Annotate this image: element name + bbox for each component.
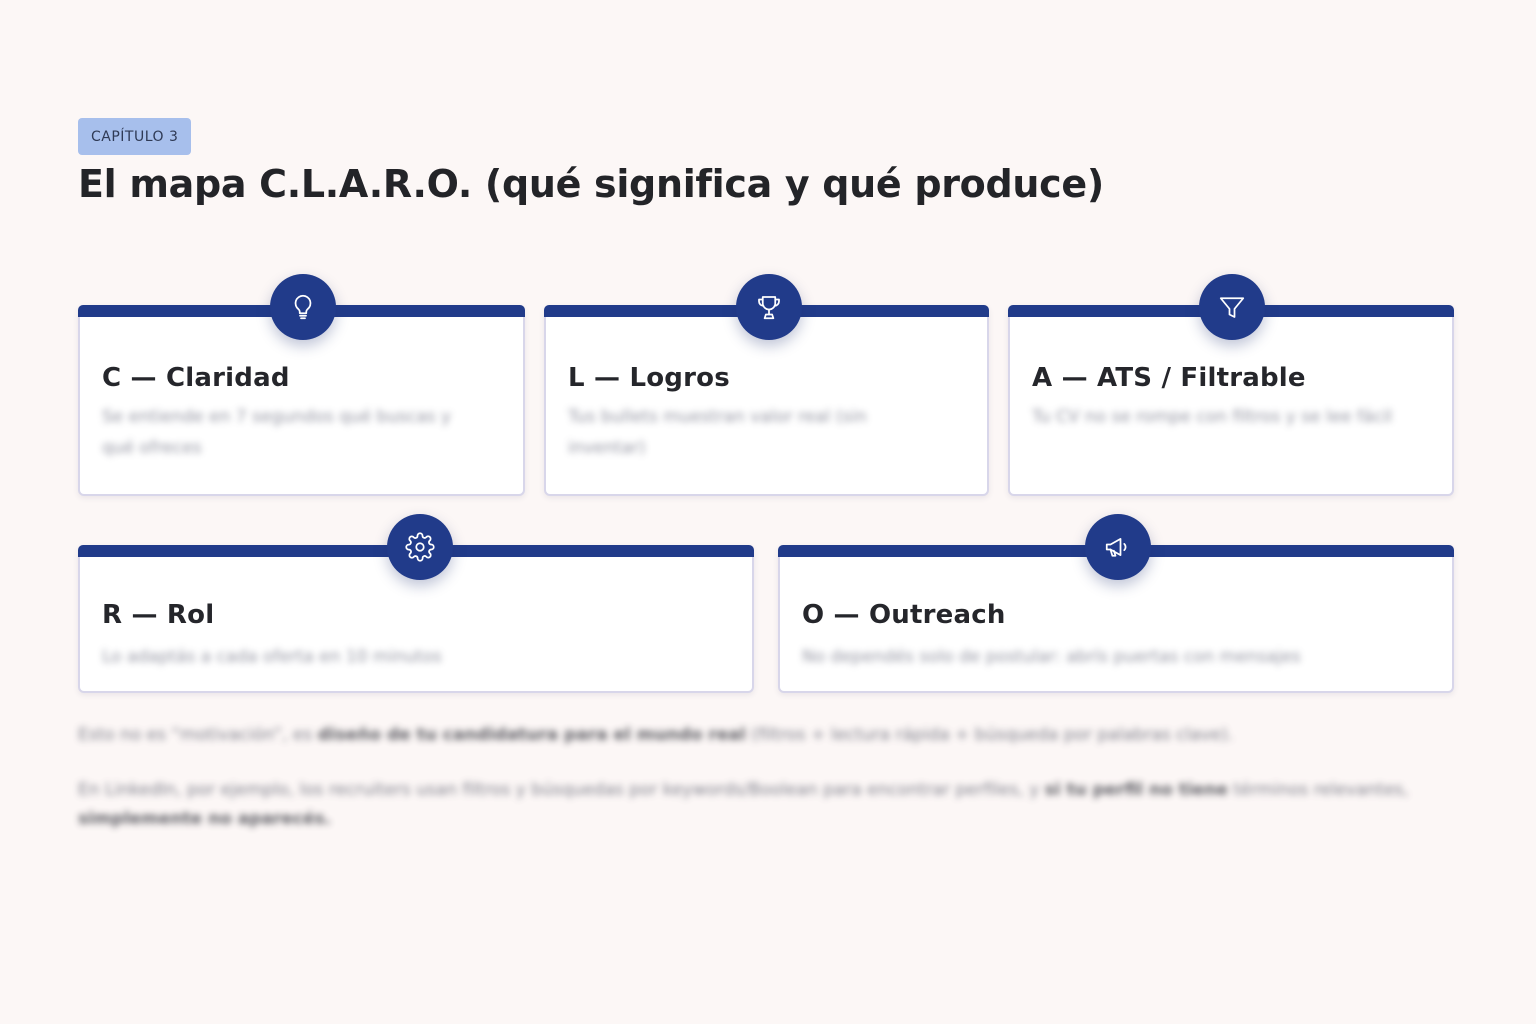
card-title: L — Logros bbox=[568, 363, 730, 393]
filter-icon bbox=[1199, 274, 1265, 340]
body-paragraph: En LinkedIn, por ejemplo, los recruiters… bbox=[78, 780, 1409, 829]
card-outreach: O — Outreach No dependés solo de postula… bbox=[778, 514, 1454, 693]
card-description: Lo adaptás a cada oferta en 10 minutos bbox=[102, 647, 442, 667]
gear-icon bbox=[387, 514, 453, 580]
card-description: Tu CV no se rompe con filtros y se lee f… bbox=[1032, 407, 1393, 427]
card-title: O — Outreach bbox=[802, 600, 1006, 630]
card-title: A — ATS / Filtrable bbox=[1032, 363, 1306, 393]
card-title: C — Claridad bbox=[102, 363, 290, 393]
page-title: El mapa C.L.A.R.O. (qué significa y qué … bbox=[78, 162, 1104, 206]
body-paragraph: Esto no es “motivación”, es diseño de tu… bbox=[78, 725, 1234, 745]
card-rol: R — Rol Lo adaptás a cada oferta en 10 m… bbox=[78, 514, 754, 693]
chapter-badge: CAPÍTULO 3 bbox=[78, 118, 192, 155]
card-description: Se entiende en 7 segundos qué buscas y q… bbox=[102, 407, 452, 458]
card-logros: L — Logros Tus bullets muestran valor re… bbox=[544, 274, 989, 496]
megaphone-icon bbox=[1085, 514, 1151, 580]
card-description: No dependés solo de postular: abrís puer… bbox=[802, 647, 1301, 667]
card-title: R — Rol bbox=[102, 600, 215, 630]
trophy-icon bbox=[736, 274, 802, 340]
lightbulb-icon bbox=[270, 274, 336, 340]
card-claridad: C — Claridad Se entiende en 7 segundos q… bbox=[78, 274, 525, 496]
card-description: Tus bullets muestran valor real (sin inv… bbox=[568, 407, 867, 458]
card-ats-filtrable: A — ATS / Filtrable Tu CV no se rompe co… bbox=[1008, 274, 1454, 496]
